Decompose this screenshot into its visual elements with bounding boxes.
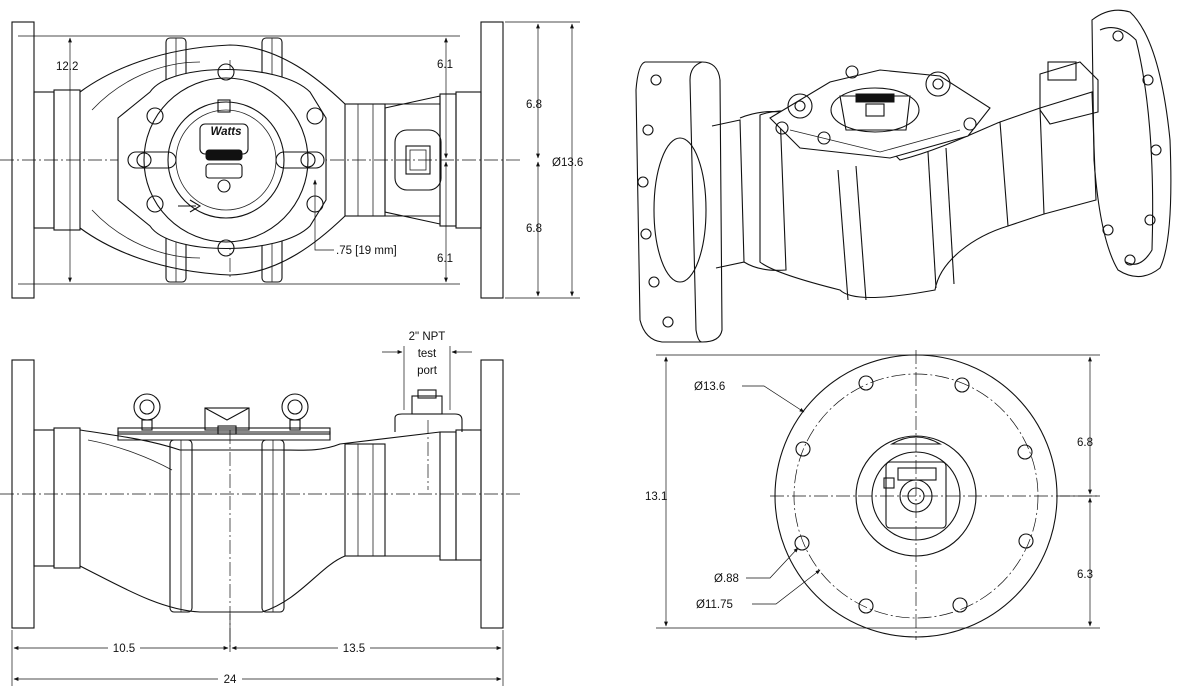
dia-11-75: Ø11.75 [696,599,733,611]
dia-088: Ø.88 [714,573,739,585]
dim-075: .75 [19 mm] [336,245,397,257]
npt-label-line3: port [417,365,438,377]
logo-text: Watts [210,126,241,138]
dim-6-3-end: 6.3 [1077,569,1093,581]
dim-13-1: 13.1 [645,491,667,503]
dia-13-6-end: Ø13.6 [694,381,725,393]
dim-10-5: 10.5 [113,643,135,655]
dim-6-1-bottom: 6.1 [437,253,453,265]
dim-24: 24 [224,674,237,686]
flow-arrow-icon [178,199,202,213]
isometric-view [635,9,1172,343]
dim-12-2: 12.2 [56,61,78,73]
npt-label-line1: 2" NPT [409,331,446,343]
dia-13-6-top: Ø13.6 [552,157,583,169]
dim-6-8-top: 6.8 [526,99,542,111]
top-view: Watts 12.2 6.1 6.1 6.8 6.8 Ø13.6 .75 [19… [0,21,583,299]
end-view: 13.1 6.8 6.3 Ø13.6 Ø.88 Ø11.75 [645,350,1100,640]
dim-13-5: 13.5 [343,643,365,655]
npt-label-line2: test [418,348,437,360]
dim-6-1-top: 6.1 [437,59,453,71]
dim-6-8-bottom: 6.8 [526,223,542,235]
dim-6-8-end: 6.8 [1077,437,1093,449]
side-view: 2" NPT test port 10.5 13.5 24 [0,331,520,686]
